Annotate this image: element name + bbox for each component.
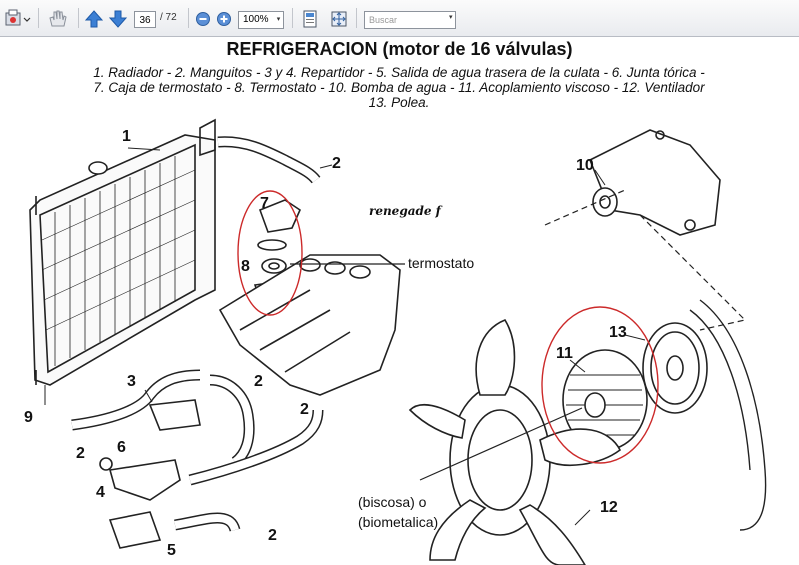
hand-tool-icon[interactable] [46, 8, 70, 30]
label-6: 6 [117, 439, 126, 456]
toolbar-separator [38, 8, 39, 28]
viscous-coupling-drawing [562, 349, 648, 451]
label-11: 11 [556, 345, 573, 362]
page-number-input[interactable]: 36 [134, 11, 156, 28]
fit-page-icon[interactable] [301, 10, 319, 28]
label-5: 5 [167, 542, 176, 559]
label-2: 2 [332, 155, 341, 172]
toolbar-separator [292, 8, 293, 28]
viscous-coupling-highlight [541, 306, 659, 464]
zoom-out-icon[interactable] [195, 11, 211, 27]
label-2: 2 [254, 373, 263, 390]
search-options-chevron-icon[interactable]: ▾ [449, 14, 453, 21]
toolbar-separator [356, 8, 357, 28]
intake-manifold-drawing [218, 254, 401, 396]
page-total: / 72 [160, 12, 177, 23]
label-9: 9 [24, 409, 33, 426]
label-2: 2 [300, 401, 309, 418]
radiator-drawing [29, 118, 216, 386]
label-1: 1 [122, 128, 131, 145]
pdf-toolbar: 36 / 72 100% ▾ Buscar ▾ [0, 0, 799, 37]
cooling-system-diagram [29, 118, 767, 565]
water-pump-drawing [588, 129, 721, 236]
parts-legend: 1. Radiador - 2. Manguitos - 3 y 4. Repa… [4, 65, 794, 110]
author-watermark: renegade f [369, 204, 441, 218]
label-8: 8 [241, 258, 250, 275]
label-2: 2 [76, 445, 85, 462]
label-4: 4 [96, 484, 105, 501]
chevron-down-icon[interactable]: ▾ [276, 16, 281, 23]
fit-width-icon[interactable] [330, 10, 348, 28]
label-2: 2 [268, 527, 277, 544]
search-input[interactable]: Buscar [364, 11, 456, 29]
prev-page-icon[interactable] [84, 9, 104, 29]
legend-line: 7. Caja de termostato - 8. Termostato - … [93, 80, 705, 95]
thermostat-highlight [237, 190, 303, 316]
zoom-in-icon[interactable] [216, 11, 232, 27]
label-13: 13 [609, 324, 627, 341]
pulley-drawing [642, 322, 708, 414]
toolbar-separator [188, 8, 189, 28]
label-10: 10 [576, 157, 594, 174]
printer-options-icon[interactable] [4, 9, 32, 29]
label-3: 3 [127, 373, 136, 390]
zoom-value: 100% [243, 14, 269, 25]
fan-drawing [408, 319, 622, 565]
annotation-biometalica: (biometalica) [358, 514, 439, 530]
page-title: REFRIGERACION (motor de 16 válvulas) [226, 39, 573, 59]
annotation-termostato: termostato [408, 255, 475, 271]
label-7: 7 [260, 195, 269, 212]
label-12: 12 [600, 499, 618, 516]
next-page-icon[interactable] [108, 9, 128, 29]
zoom-select[interactable]: 100% ▾ [238, 11, 284, 29]
legend-line: 13. Polea. [368, 95, 430, 110]
legend-line: 1. Radiador - 2. Manguitos - 3 y 4. Repa… [93, 65, 705, 80]
annotation-biscosa: (biscosa) o [358, 494, 427, 510]
document-page: REFRIGERACION (motor de 16 válvulas) 1. … [0, 37, 799, 565]
toolbar-separator [78, 8, 79, 28]
